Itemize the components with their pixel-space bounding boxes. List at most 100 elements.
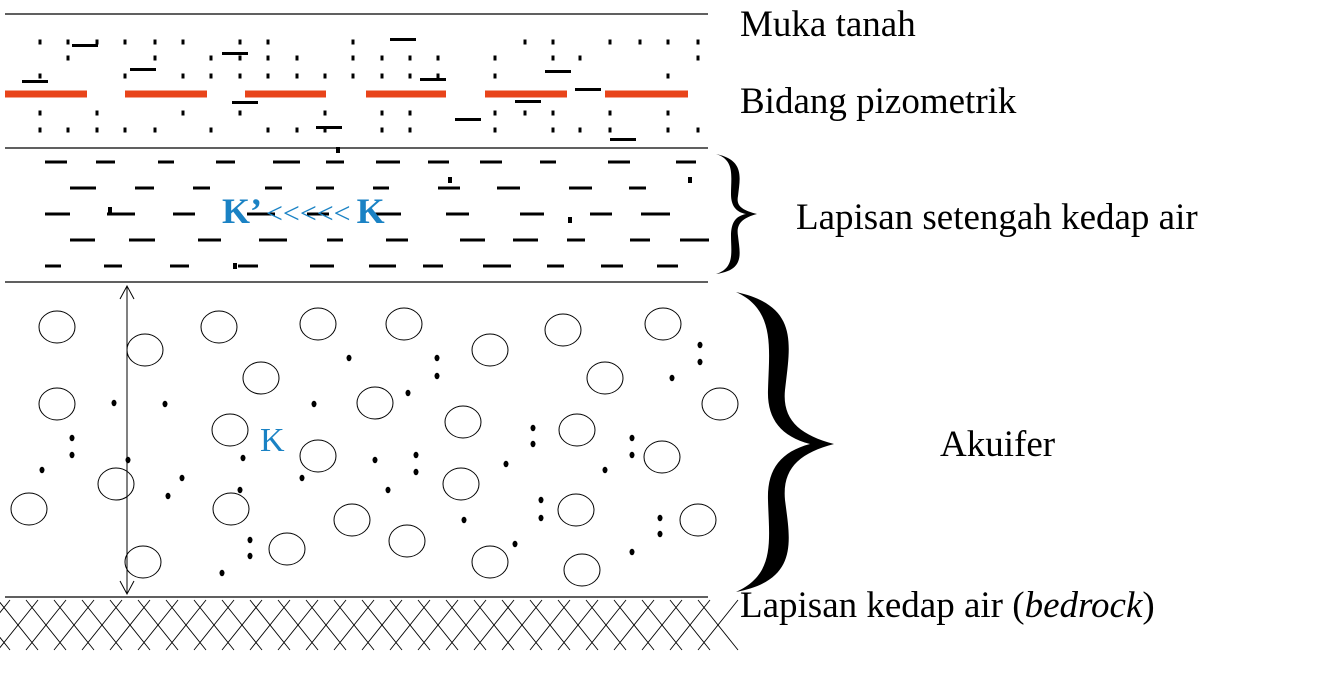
- bedrock-label-prefix: Lapisan kedap air (: [740, 585, 1025, 626]
- aquitard-dot: [568, 217, 572, 223]
- hatch-line: [109, 599, 151, 651]
- gravel-circle: [97, 467, 135, 501]
- sand-dot: [385, 486, 391, 494]
- soil-dot: [153, 127, 157, 133]
- soil-dot: [351, 39, 355, 45]
- sand-dot: [299, 474, 305, 482]
- soil-dot: [209, 73, 213, 79]
- soil-dot: [295, 127, 299, 133]
- soil-dot: [66, 127, 70, 133]
- soil-dash: [455, 118, 481, 121]
- soil-dot: [696, 127, 700, 133]
- soil-dot: [666, 127, 670, 133]
- sand-dot: [179, 474, 185, 482]
- soil-dot: [493, 73, 497, 79]
- soil-dot: [181, 73, 185, 79]
- soil-dot: [38, 110, 42, 116]
- gravel-circle: [643, 440, 681, 474]
- aquifer-k-label: K: [260, 422, 285, 459]
- sand-dot: [530, 440, 536, 448]
- hatch-line: [473, 599, 515, 651]
- sand-dot: [434, 372, 440, 380]
- soil-texture: [22, 38, 700, 141]
- soil-dot: [380, 73, 384, 79]
- sand-dot: [434, 354, 440, 362]
- aquitard-dot: [688, 177, 692, 183]
- hatch-line: [697, 599, 739, 651]
- hatch-line: [0, 599, 39, 649]
- gravel-circle: [586, 361, 624, 395]
- label-akuifer: Akuifer: [940, 424, 1056, 465]
- soil-dash: [72, 44, 98, 47]
- hatch-line: [25, 599, 67, 651]
- sand-dot: [69, 434, 75, 442]
- sand-dot: [69, 451, 75, 459]
- sand-dot: [311, 400, 317, 408]
- sand-dot: [240, 454, 246, 462]
- soil-dot: [493, 127, 497, 133]
- sand-dot: [503, 460, 509, 468]
- gravel-circle: [385, 307, 423, 341]
- soil-dash: [575, 88, 601, 91]
- sand-dot: [669, 374, 675, 382]
- hatch-line: [641, 599, 683, 651]
- soil-dot: [380, 127, 384, 133]
- sand-dot: [629, 434, 635, 442]
- soil-dash: [390, 38, 416, 41]
- bedrock-label-italic: bedrock: [1024, 585, 1143, 626]
- soil-dot: [523, 110, 527, 116]
- hatch-line: [529, 599, 571, 651]
- soil-dot: [608, 39, 612, 45]
- hatch-line: [0, 636, 11, 651]
- soil-dot: [351, 55, 355, 61]
- soil-dot: [666, 39, 670, 45]
- soil-dot: [95, 127, 99, 133]
- soil-dash: [222, 52, 248, 55]
- gravel-circle: [444, 405, 482, 439]
- soil-dot: [493, 55, 497, 61]
- sand-dot: [530, 424, 536, 432]
- label-bidang-pizometrik: Bidang pizometrik: [740, 81, 1017, 122]
- soil-dot: [551, 110, 555, 116]
- soil-dot: [696, 39, 700, 45]
- sand-dot: [219, 569, 225, 577]
- soil-dot: [408, 127, 412, 133]
- soil-dot: [323, 110, 327, 116]
- gravel-circle: [212, 492, 250, 526]
- hatch-line: [0, 599, 11, 614]
- soil-dot: [95, 110, 99, 116]
- soil-dot: [666, 73, 670, 79]
- soil-dash: [130, 68, 156, 71]
- soil-dash: [515, 100, 541, 103]
- soil-dot: [608, 127, 612, 133]
- soil-dot: [153, 39, 157, 45]
- aquitard-brace: [716, 154, 757, 274]
- gravel-circle: [200, 310, 238, 344]
- gravel-circle: [299, 439, 337, 473]
- soil-dot: [209, 55, 213, 61]
- thickness-arrow: [119, 284, 135, 596]
- label-bedrock: Lapisan kedap air (bedrock): [740, 587, 1155, 624]
- soil-dot: [266, 73, 270, 79]
- hatch-line: [221, 599, 263, 651]
- soil-dot: [578, 127, 582, 133]
- soil-dash: [22, 80, 48, 83]
- hatch-line: [417, 599, 459, 651]
- gravel-circle: [644, 307, 682, 341]
- gravel-circle: [558, 413, 596, 447]
- hatch-line: [501, 599, 543, 651]
- hatch-line: [361, 599, 403, 651]
- aquitard-texture: [45, 147, 709, 269]
- hatch-line: [249, 599, 291, 651]
- hatch-line: [557, 599, 599, 651]
- soil-dot: [238, 39, 242, 45]
- sand-dot: [413, 451, 419, 459]
- soil-dot: [436, 55, 440, 61]
- gravel-circle: [38, 387, 76, 421]
- label-muka-tanah: Muka tanah: [740, 4, 916, 45]
- soil-dot: [209, 127, 213, 133]
- bedrock-hatch: [0, 599, 739, 651]
- sand-dot: [162, 400, 168, 408]
- soil-dot: [323, 127, 327, 133]
